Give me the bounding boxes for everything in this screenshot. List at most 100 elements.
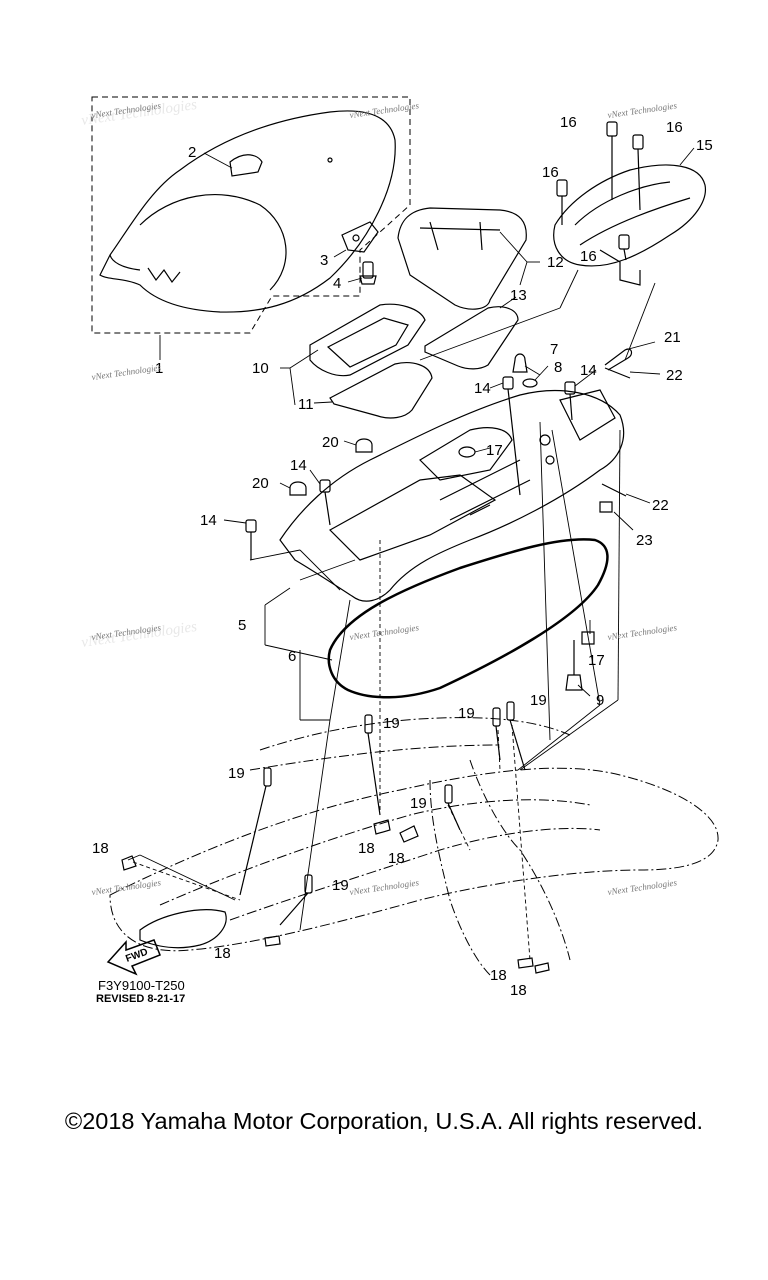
callout-18a: 18 [92, 840, 109, 857]
watermark: vNext Technologies [91, 362, 162, 382]
grommet-9 [565, 640, 583, 691]
callout-14b: 14 [580, 362, 597, 379]
revision-note: REVISED 8-21-17 [96, 993, 186, 1005]
screw-14a [502, 376, 521, 496]
callout-15: 15 [696, 137, 713, 154]
watermark: vNext Technologies [607, 877, 678, 897]
callout-16b: 16 [666, 119, 683, 136]
rivet-19a [364, 714, 381, 816]
diagram-code: F3Y9100-T250 [98, 978, 185, 993]
watermark: vNext Technologies [349, 100, 420, 120]
copyright-notice: ©2018 Yamaha Motor Corporation, U.S.A. A… [64, 1108, 704, 1134]
callout-16a: 16 [560, 114, 577, 131]
washer-8 [522, 378, 538, 388]
callout-16d: 16 [580, 248, 597, 265]
callout-17a: 17 [486, 442, 503, 459]
callout-6: 6 [288, 648, 296, 665]
callout-18f: 18 [510, 982, 527, 999]
deck-gasket [327, 538, 609, 699]
bolt-16d [618, 234, 630, 261]
nut-23 [599, 501, 613, 513]
seat-lock-bracket [553, 164, 707, 286]
callout-23: 23 [636, 532, 653, 549]
watermark: vNext Technologies [607, 622, 678, 642]
callout-5: 5 [238, 617, 246, 634]
callout-8: 8 [554, 359, 562, 376]
clip-18f [534, 962, 550, 974]
screw-14d [245, 519, 257, 560]
callout-19c: 19 [530, 692, 547, 709]
fwd-area-hull [139, 909, 227, 949]
deck-cover [279, 389, 625, 602]
screw-14b [564, 381, 576, 421]
callout-14a: 14 [474, 380, 491, 397]
bolt-16b [606, 121, 618, 200]
clip-18b [373, 819, 391, 835]
seat-bracket [341, 221, 379, 253]
clip-22b [601, 483, 627, 497]
bumper-20b [289, 481, 307, 496]
screw-14c [319, 479, 331, 526]
callout-19b: 19 [458, 705, 475, 722]
callout-9: 9 [596, 692, 604, 709]
callout-20a: 20 [322, 434, 339, 451]
callout-2: 2 [188, 144, 196, 161]
callout-11: 11 [298, 396, 314, 413]
rivet-19f [279, 874, 313, 926]
callout-20b: 20 [252, 475, 269, 492]
watermark: vNext Technologies [349, 622, 420, 642]
alignment-lines [127, 269, 656, 931]
callout-18e: 18 [490, 967, 507, 984]
callout-19e: 19 [410, 795, 427, 812]
bolt-16a [556, 179, 568, 225]
watermark: vNext Technologies [607, 100, 678, 120]
callout-10: 10 [252, 360, 269, 377]
callout-labels: 1 2 3 4 5 6 7 8 9 10 11 12 13 14 14 14 1… [92, 114, 713, 999]
watermark: vNext Technologies [91, 877, 162, 897]
callout-3: 3 [320, 252, 328, 269]
bucket-gasket [424, 306, 519, 370]
callout-18b: 18 [358, 840, 375, 857]
callout-7: 7 [550, 341, 558, 358]
hull [109, 717, 719, 976]
seat-group-outline [91, 96, 411, 334]
rivet-19e [444, 784, 461, 831]
callout-14c: 14 [290, 457, 307, 474]
cap-7 [512, 353, 528, 373]
clip-18e [517, 957, 534, 969]
leader-lines [159, 147, 695, 697]
callout-18d: 18 [214, 945, 231, 962]
dashed-alignment [132, 540, 531, 961]
callout-19a: 19 [383, 715, 400, 732]
grommet-17a [458, 446, 476, 458]
callout-19f: 19 [332, 877, 349, 894]
callout-19d: 19 [228, 765, 245, 782]
callout-4: 4 [333, 275, 341, 292]
clip-18d [264, 935, 281, 947]
callout-14d: 14 [200, 512, 217, 529]
clip-18c [399, 825, 419, 843]
bumper-20a [355, 438, 373, 453]
seat [99, 110, 396, 313]
callout-17b: 17 [588, 652, 605, 669]
bolt-16c [632, 134, 644, 211]
watermarks: vNext Technologies vNext Technologies vN… [80, 97, 678, 897]
clip-22a [604, 367, 631, 379]
callout-16c: 16 [542, 164, 559, 181]
clip-18a [121, 855, 137, 871]
fwd-arrow-icon [106, 939, 161, 976]
rivet-19c [506, 701, 526, 771]
callout-22a: 22 [666, 367, 683, 384]
parts-diagram: 1 2 3 4 5 6 7 8 9 10 11 12 13 14 14 14 1… [80, 96, 719, 999]
hatch-gasket [329, 362, 433, 419]
hatch-frame [309, 303, 426, 377]
callout-22b: 22 [652, 497, 669, 514]
callout-12: 12 [547, 254, 564, 271]
watermark: vNext Technologies [349, 877, 420, 897]
rivet-19d [239, 767, 272, 896]
hose-21 [604, 348, 633, 371]
callout-13: 13 [510, 287, 527, 304]
callout-18c: 18 [388, 850, 405, 867]
seat-bolt [359, 261, 377, 285]
storage-bucket [397, 207, 527, 310]
